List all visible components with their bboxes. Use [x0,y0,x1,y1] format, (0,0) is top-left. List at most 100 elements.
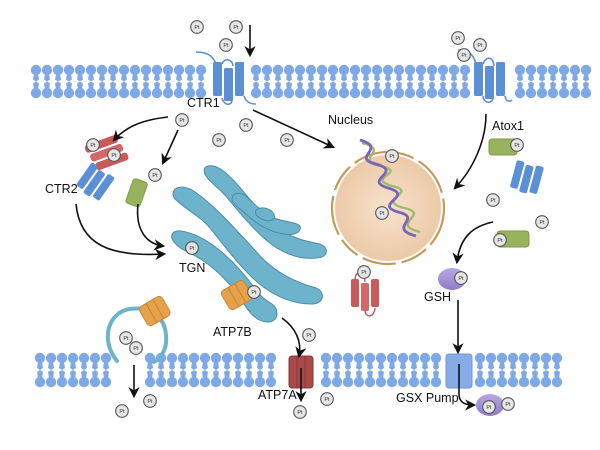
lipid [518,352,530,388]
lipid [210,352,222,388]
label-gsx-pump: GSX Pump [396,391,459,405]
pt-atom: Pt [148,168,162,182]
lipid [459,64,471,99]
lipid [415,64,427,99]
pt-atom: Pt [473,38,487,52]
lipid [63,64,75,99]
lipid [96,64,108,99]
svg-text:Pt: Pt [455,36,461,42]
lipid [177,352,189,388]
lipid [430,352,442,388]
lipid [342,352,354,388]
lipid [580,64,592,99]
lipid [448,64,460,99]
pt-atom: Pt [143,394,157,408]
lipid [67,352,79,388]
pt-atom: Pt [115,404,129,418]
plasma-membrane-bottom [34,352,563,388]
lipid [419,352,431,388]
pt-atom: Pt [280,133,294,147]
pt-atom: Pt [86,138,100,152]
svg-text:Pt: Pt [243,123,249,129]
lipid [525,64,537,99]
lipid [283,64,295,99]
ctr1-transporter [195,51,257,106]
lipid [371,64,383,99]
lipid [188,352,200,388]
svg-text:Pt: Pt [497,238,503,244]
lipid [569,64,581,99]
lipid [474,352,486,388]
lipid [551,352,563,388]
lipid [30,64,42,99]
pt-atom: Pt [190,20,204,34]
lipid [360,64,372,99]
lipid [305,64,317,99]
svg-text:Pt: Pt [379,211,385,217]
pt-atom: Pt [107,148,121,162]
lipid [353,352,365,388]
lipid [294,64,306,99]
pt-atom: Pt [239,118,253,132]
lipid [485,352,497,388]
lipid [34,352,46,388]
lipid [393,64,405,99]
lipid [514,64,526,99]
lipid [558,64,570,99]
svg-text:Pt: Pt [461,53,467,59]
pathway-arrows [75,25,494,411]
lipid [100,352,112,388]
svg-text:Pt: Pt [324,397,330,403]
lipid [529,352,541,388]
pt-atom: Pt [535,215,549,229]
svg-text:Pt: Pt [306,333,312,339]
svg-text:Pt: Pt [123,336,129,342]
pt-atom: Pt [302,328,316,342]
svg-text:Pt: Pt [152,173,158,179]
lipid [386,352,398,388]
svg-text:Pt: Pt [539,220,545,226]
lipid [199,352,211,388]
pt-atom: Pt [510,138,524,152]
lipid [536,64,548,99]
svg-text:Pt: Pt [284,138,290,144]
pt-atom: Pt [212,133,226,147]
lipid [41,64,53,99]
lipid [166,352,178,388]
atp7b-transporter [138,279,253,327]
svg-text:Pt: Pt [179,118,185,124]
pt-atom: Pt [501,397,515,411]
lipid [243,352,255,388]
lipid [232,352,244,388]
lipid [316,64,328,99]
svg-text:Pt: Pt [133,346,139,352]
lipid [184,64,196,99]
svg-text:Pt: Pt [389,154,395,160]
arrow-tgn-to-atp7a [281,317,307,359]
lipid [254,352,266,388]
svg-text:Pt: Pt [514,143,520,149]
lipid [195,64,207,99]
lipid [265,352,277,388]
label-atp7b: ATP7B [213,325,252,339]
svg-text:Pt: Pt [486,405,492,411]
lipid [320,352,332,388]
lipid [338,64,350,99]
lipid [221,352,233,388]
arrow-pump-export [458,364,477,411]
arrow-atox1-to-nucleus [453,113,487,190]
arrow-chaperone-to-tgn [136,203,166,251]
golgi-tgn [171,165,327,323]
arrow-ctr1-to-ctr2 [112,116,169,142]
lipid [52,64,64,99]
lipid [426,64,438,99]
pt-atom: Pt [486,193,500,207]
pt-atom: Pt [175,113,189,127]
label-tgn: TGN [179,261,206,275]
lipid [45,352,57,388]
svg-text:Pt: Pt [147,399,153,405]
svg-text:Pt: Pt [194,25,200,31]
svg-text:Pt: Pt [216,138,222,144]
svg-text:Pt: Pt [458,276,464,282]
